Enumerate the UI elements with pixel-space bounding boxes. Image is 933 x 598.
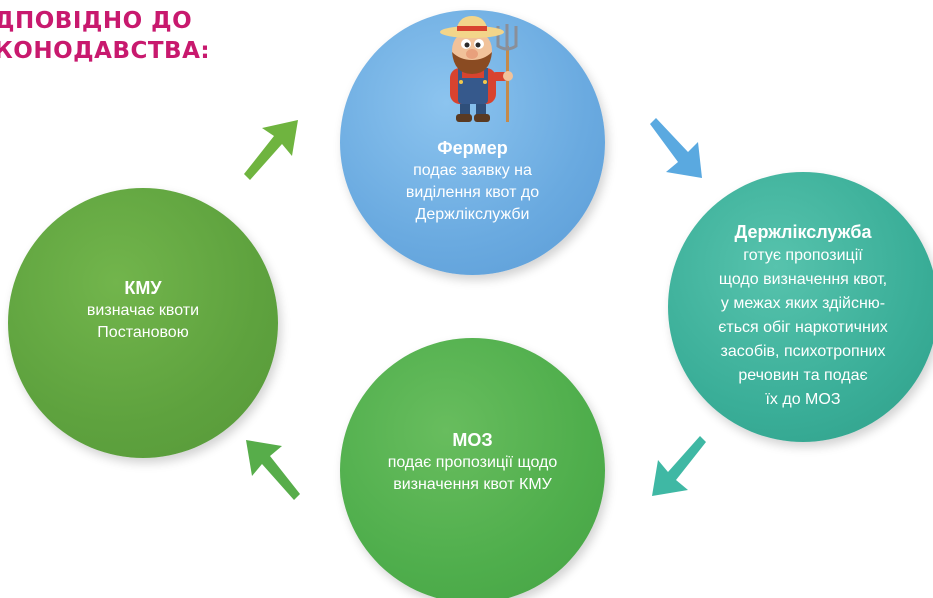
- step-agency-text-3: у межах яких здійсню-: [720, 295, 886, 312]
- step-kmu-text-1: визначає квоти: [86, 302, 200, 319]
- step-moz-text-2: визначення квот КМУ: [393, 476, 552, 493]
- heading-line-2: КОНОДАВСТВА:: [0, 38, 211, 64]
- step-kmu-text-2: Постановою: [97, 324, 189, 341]
- heading-line-1: ДПОВІДНО ДО: [0, 8, 193, 34]
- step-agency-title: Держлікслужба: [734, 222, 872, 242]
- step-farmer-text-3: Держлікслужби: [415, 206, 530, 223]
- heading: ДПОВІДНО ДО КОНОДАВСТВА:: [0, 6, 210, 66]
- step-moz: МОЗ подає пропозиції щодо визначення кво…: [340, 338, 605, 598]
- step-kmu-title: КМУ: [124, 278, 162, 298]
- step-agency-text-2: щодо визначення квот,: [718, 271, 888, 288]
- step-agency-text-7: їх до МОЗ: [765, 391, 841, 408]
- step-farmer-title: Фермер: [437, 138, 508, 158]
- step-kmu: КМУ визначає квоти Постановою: [8, 188, 278, 458]
- step-farmer-text-1: подає заявку на: [413, 162, 532, 179]
- arrow-down-left-icon: [652, 436, 706, 496]
- step-farmer-text-2: виділення квот до: [405, 184, 540, 201]
- step-agency-text-5: засобів, психотропних: [720, 343, 886, 360]
- step-agency-text-6: речовин та подає: [738, 367, 868, 384]
- step-agency-text-4: ється обіг наркотичних: [718, 319, 888, 336]
- step-agency-text-1: готує пропозиції: [743, 247, 863, 264]
- arrow-up-right-icon: [244, 120, 298, 180]
- step-agency: Держлікслужба готує пропозиції щодо визн…: [668, 172, 933, 442]
- arrow-down-right-icon: [650, 118, 702, 178]
- farmer-icon: [440, 16, 518, 122]
- step-moz-text-1: подає пропозиції щодо: [387, 454, 558, 471]
- step-moz-title: МОЗ: [452, 430, 493, 450]
- arrow-up-left-icon: [246, 440, 300, 500]
